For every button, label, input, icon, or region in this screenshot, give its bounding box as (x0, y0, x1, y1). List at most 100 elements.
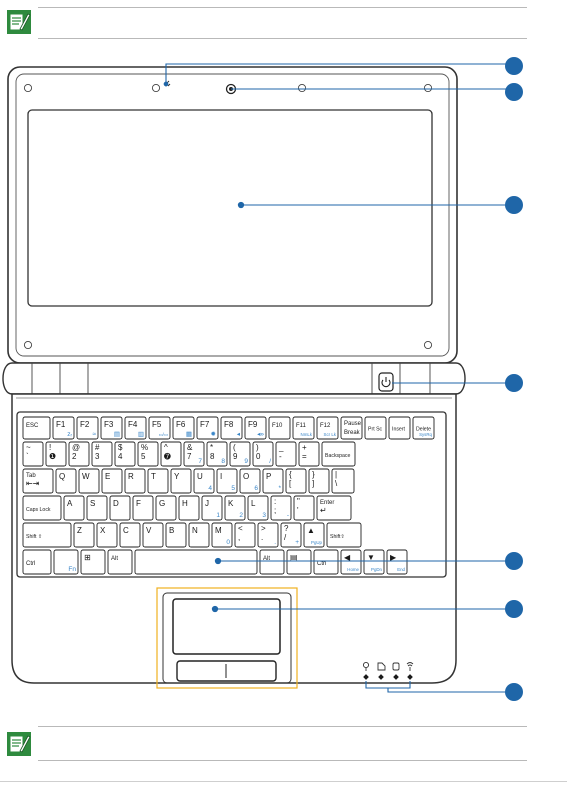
key[interactable]: _- (275, 441, 297, 467)
key[interactable]: M0 (211, 522, 233, 548)
key-cap[interactable] (244, 416, 267, 440)
key-cap[interactable] (298, 441, 320, 467)
key-cap[interactable] (183, 441, 205, 467)
key-cap[interactable] (259, 549, 285, 575)
key-cap[interactable] (303, 522, 325, 548)
key[interactable]: F3▤ (100, 416, 123, 440)
key-cap[interactable] (55, 468, 77, 494)
key[interactable]: Tab⇤⇥ (22, 468, 54, 494)
key[interactable]: F4▥ (124, 416, 147, 440)
key-cap[interactable] (91, 441, 113, 467)
key-cap[interactable] (331, 468, 355, 494)
key[interactable]: X (96, 522, 118, 548)
key[interactable]: B (165, 522, 187, 548)
key[interactable]: I5 (216, 468, 238, 494)
key[interactable]: )0/ (252, 441, 274, 467)
key[interactable]: E (101, 468, 123, 494)
key[interactable]: Ctrl (22, 549, 52, 575)
key-cap[interactable] (388, 416, 411, 440)
key[interactable]: R (124, 468, 146, 494)
key[interactable]: T (147, 468, 169, 494)
key[interactable]: ▤ (286, 549, 312, 575)
key[interactable]: (99 (229, 441, 251, 467)
key-cap[interactable] (22, 416, 51, 440)
key[interactable]: ▼PgDn (363, 549, 385, 575)
key-cap[interactable] (270, 495, 292, 521)
key-cap[interactable] (292, 416, 315, 440)
key-cap[interactable] (234, 522, 256, 548)
key-cap[interactable] (22, 549, 52, 575)
key-cap[interactable] (78, 468, 100, 494)
key[interactable]: F2≈ (76, 416, 99, 440)
key[interactable]: ~` (22, 441, 44, 467)
key[interactable]: ESC (22, 416, 51, 440)
key[interactable]: F6▦ (172, 416, 195, 440)
key-cap[interactable] (257, 522, 279, 548)
key-cap[interactable] (148, 416, 171, 440)
key[interactable]: C (119, 522, 141, 548)
key-cap[interactable] (170, 468, 192, 494)
key-cap[interactable] (76, 416, 99, 440)
key[interactable] (134, 549, 258, 575)
key[interactable]: F10 (268, 416, 291, 440)
key[interactable]: Prt Sc (364, 416, 387, 440)
key-cap[interactable] (412, 416, 435, 440)
key-cap[interactable] (196, 416, 219, 440)
key[interactable]: F9◂» (244, 416, 267, 440)
key-cap[interactable] (22, 522, 72, 548)
key[interactable]: A (63, 495, 85, 521)
key-cap[interactable] (386, 549, 408, 575)
key[interactable]: {[ (285, 468, 307, 494)
key[interactable]: S (86, 495, 108, 521)
key-cap[interactable] (165, 522, 187, 548)
key[interactable]: F7✹ (196, 416, 219, 440)
key-cap[interactable] (142, 522, 164, 548)
key[interactable]: Z (73, 522, 95, 548)
key-cap[interactable] (137, 441, 159, 467)
key[interactable]: W (78, 468, 100, 494)
key-cap[interactable] (340, 549, 362, 575)
touchpad[interactable] (172, 598, 281, 655)
key[interactable]: Alt (259, 549, 285, 575)
key-cap[interactable] (321, 441, 356, 467)
key-cap[interactable] (109, 495, 131, 521)
key-cap[interactable] (147, 468, 169, 494)
key[interactable]: Insert (388, 416, 411, 440)
key-cap[interactable] (155, 495, 177, 521)
key-cap[interactable] (22, 468, 54, 494)
key[interactable]: :;- (270, 495, 292, 521)
key-cap[interactable] (275, 441, 297, 467)
key[interactable]: ▶End (386, 549, 408, 575)
key[interactable]: Caps Lock (22, 495, 62, 521)
key[interactable]: += (298, 441, 320, 467)
key-cap[interactable] (316, 416, 339, 440)
key[interactable]: L3 (247, 495, 269, 521)
key-cap[interactable] (206, 441, 228, 467)
key[interactable]: H (178, 495, 200, 521)
key[interactable]: |\ (331, 468, 355, 494)
key-cap[interactable] (316, 495, 352, 521)
key-cap[interactable] (45, 441, 67, 467)
key-cap[interactable] (293, 495, 315, 521)
key[interactable]: Backspace (321, 441, 356, 467)
key-cap[interactable] (160, 441, 182, 467)
key[interactable]: Y (170, 468, 192, 494)
key-cap[interactable] (96, 522, 118, 548)
key[interactable]: ?/+ (280, 522, 302, 548)
key[interactable]: F5▭/▭ (148, 416, 171, 440)
key-cap[interactable] (178, 495, 200, 521)
key-cap[interactable] (211, 522, 233, 548)
key[interactable]: J1 (201, 495, 223, 521)
key[interactable]: F (132, 495, 154, 521)
key[interactable]: V (142, 522, 164, 548)
key[interactable]: #3 (91, 441, 113, 467)
key-cap[interactable] (86, 495, 108, 521)
key-cap[interactable] (247, 495, 269, 521)
key[interactable]: Shift ⇧ (22, 522, 72, 548)
key-cap[interactable] (326, 522, 362, 548)
key-cap[interactable] (188, 522, 210, 548)
